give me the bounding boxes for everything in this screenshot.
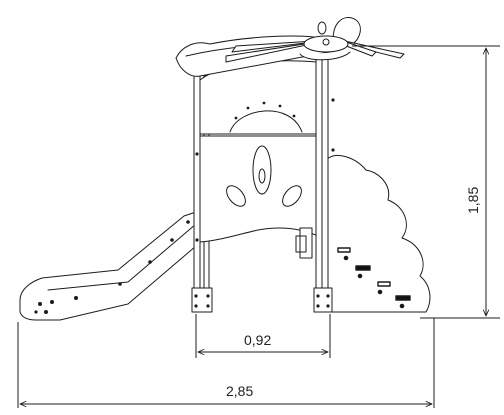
slide-inner-edge <box>47 223 197 291</box>
panel-arch <box>229 110 303 133</box>
face-right-eye <box>282 185 302 207</box>
propeller <box>225 17 405 63</box>
right-post-bolts <box>316 98 335 308</box>
slide-bolts <box>34 220 190 314</box>
front-panel <box>199 135 319 243</box>
left-post-outer <box>193 75 201 313</box>
face-left-eye <box>226 185 246 207</box>
slide-outline <box>19 211 197 321</box>
platform-width-label: 0,92 <box>244 332 271 348</box>
hill-outline <box>325 155 431 313</box>
right-post-base <box>313 287 333 313</box>
overall-width-label: 2,85 <box>226 383 253 399</box>
left-post-base <box>191 287 213 313</box>
left-post-bolts <box>194 152 210 308</box>
overall-height-label: 1,85 <box>465 187 481 214</box>
arch-dots <box>234 101 296 120</box>
face-nose-inner <box>258 168 266 184</box>
face-nose <box>252 145 272 195</box>
climbing-holds <box>337 247 411 309</box>
